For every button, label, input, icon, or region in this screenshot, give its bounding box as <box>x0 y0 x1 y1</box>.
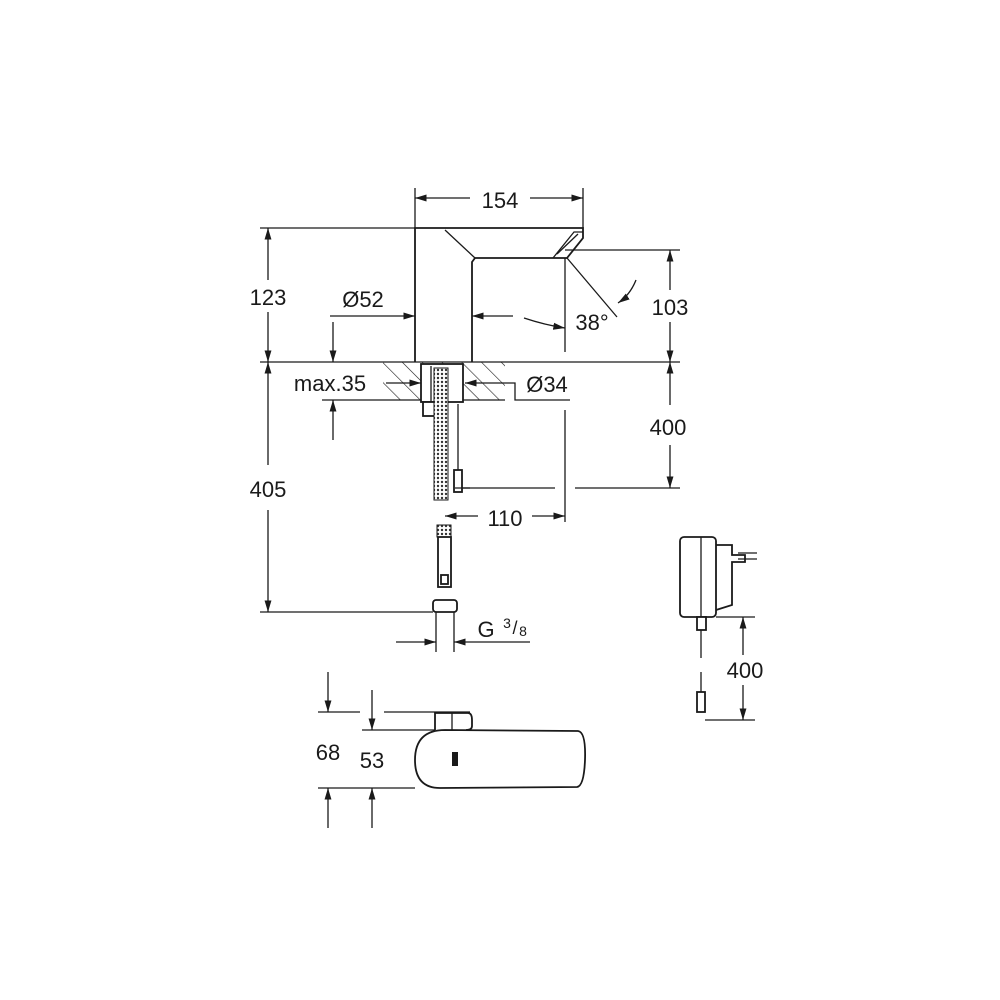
dim-diameter-34: Ø34 <box>526 372 568 397</box>
dim-cable-400: 400 <box>727 658 764 683</box>
dim-hose-400: 400 <box>650 415 687 440</box>
faucet-top-view <box>318 672 587 828</box>
svg-text:G: G <box>477 617 494 642</box>
dim-height-103: 103 <box>652 295 689 320</box>
supply-hose <box>433 367 449 501</box>
dim-width-154: 154 <box>482 188 519 213</box>
dimension-lines <box>260 188 680 646</box>
dim-diameter-52: Ø52 <box>342 287 384 312</box>
dim-depth-68: 68 <box>316 740 340 765</box>
dim-height-405: 405 <box>250 477 287 502</box>
svg-text:8: 8 <box>519 623 527 639</box>
faucet-side-view <box>383 227 584 652</box>
svg-text:/: / <box>512 618 517 638</box>
dim-max-35: max.35 <box>294 371 366 396</box>
dim-thread-g38: G 3 / 8 <box>477 615 527 642</box>
sensor-icon <box>452 752 458 766</box>
dim-offset-110: 110 <box>487 506 522 531</box>
svg-text:3: 3 <box>503 615 511 631</box>
power-supply-adapter <box>679 536 757 721</box>
dim-depth-53: 53 <box>360 748 384 773</box>
dim-height-123: 123 <box>250 285 287 310</box>
dim-angle-38: 38° <box>575 310 608 335</box>
